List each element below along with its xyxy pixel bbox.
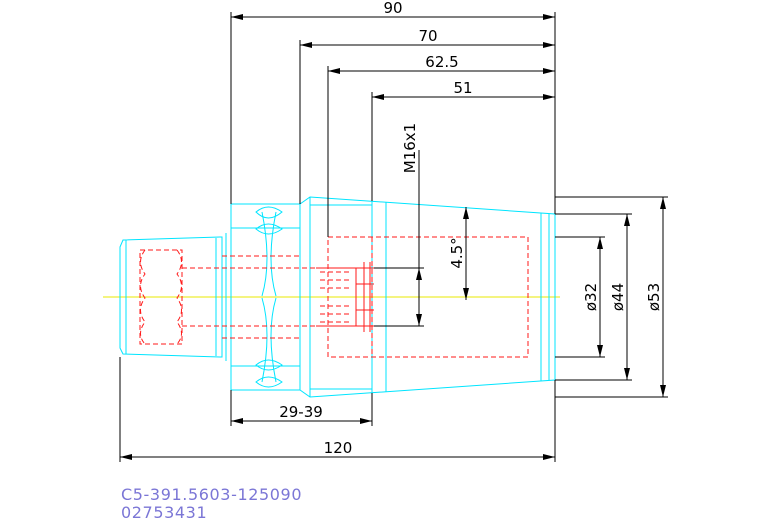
dim-range-29-39: 29-39 bbox=[279, 403, 323, 421]
dim-thread-m16: M16x1 bbox=[401, 123, 419, 173]
dim-length-62-5: 62.5 bbox=[425, 53, 458, 71]
dim-taper-angle: 4.5° bbox=[448, 237, 466, 268]
dim-dia-44: ø44 bbox=[609, 283, 627, 311]
hidden-lines bbox=[139, 236, 529, 358]
dim-overall-90: 90 bbox=[383, 0, 402, 17]
dim-dia-53: ø53 bbox=[645, 283, 663, 311]
dim-dia-32: ø32 bbox=[582, 283, 600, 311]
dim-length-70: 70 bbox=[418, 27, 437, 45]
dimensions bbox=[119, 12, 668, 462]
part-number: C5-391.5603-125090 bbox=[121, 485, 303, 504]
order-code: 02753431 bbox=[121, 503, 208, 522]
dim-overall-120: 120 bbox=[324, 439, 353, 457]
dim-length-51: 51 bbox=[453, 79, 472, 97]
